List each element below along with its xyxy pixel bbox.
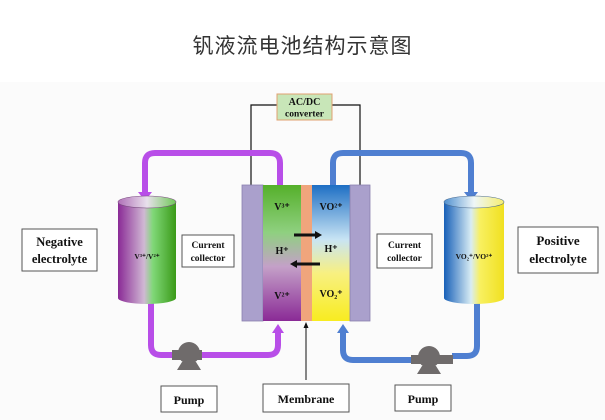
- svg-text:Pump: Pump: [174, 393, 205, 407]
- negative-electrolyte-tank: V³⁺/V²⁺: [117, 195, 177, 304]
- pump-label-right: Pump: [394, 384, 452, 412]
- svg-text:Membrane: Membrane: [278, 392, 335, 406]
- negative-half-cell: [263, 185, 301, 321]
- svg-text:Current: Current: [388, 241, 422, 251]
- arrow-left-icon: [290, 260, 320, 268]
- negative-tank-label: V³⁺/V²⁺: [134, 252, 159, 261]
- negative-pipe: [142, 150, 283, 358]
- membrane-label: Membrane: [262, 383, 350, 413]
- svg-text:Current: Current: [191, 241, 225, 251]
- arrow-right-icon: [294, 231, 322, 239]
- pump-right-icon: [411, 346, 453, 374]
- converter-line2: converter: [285, 110, 325, 120]
- current-collector-label-left: Current collector: [181, 234, 235, 268]
- svg-text:Negative: Negative: [36, 235, 83, 249]
- neg-species-bottom: V²⁺: [274, 291, 290, 302]
- svg-text:Pump: Pump: [408, 392, 439, 406]
- membrane: [301, 185, 312, 321]
- positive-electrolyte-tank: VO₂⁺/VO²⁺: [443, 195, 505, 304]
- svg-text:electrolyte: electrolyte: [32, 252, 88, 266]
- current-collector-plate-right: [349, 184, 371, 322]
- negative-pipe-arrow-up: [272, 324, 284, 333]
- wire-left: [250, 104, 277, 185]
- pos-species-top: VO²⁺: [319, 202, 342, 213]
- converter-line1: AC/DC: [289, 97, 321, 108]
- pos-species-bottom: VO₂⁺: [319, 289, 342, 300]
- current-collector-plate-left: [241, 184, 264, 322]
- svg-text:collector: collector: [191, 254, 227, 264]
- pump-left-icon: [172, 342, 202, 370]
- positive-half-cell: [312, 185, 350, 321]
- svg-text:collector: collector: [387, 254, 423, 264]
- wire-right: [332, 104, 361, 185]
- positive-tank-label: VO₂⁺/VO²⁺: [456, 252, 493, 261]
- ac-dc-converter: AC/DC converter: [276, 93, 333, 121]
- positive-pipe-arrow-up: [337, 324, 349, 333]
- negative-electrolyte-label: Negative electrolyte: [21, 228, 98, 272]
- pump-label-left: Pump: [160, 385, 218, 413]
- pos-proton: H⁺: [324, 244, 337, 255]
- diagram-title: 钒液流电池结构示意图: [192, 34, 413, 58]
- positive-pipe: [330, 150, 480, 363]
- svg-text:electrolyte: electrolyte: [529, 251, 587, 266]
- svg-text:Positive: Positive: [536, 233, 580, 248]
- cell-stack: V³⁺ H⁺ V²⁺ VO²⁺ H⁺ VO₂⁺: [241, 184, 371, 322]
- positive-electrolyte-label: Positive electrolyte: [517, 226, 599, 274]
- neg-proton: H⁺: [275, 246, 288, 257]
- current-collector-label-right: Current collector: [376, 233, 433, 269]
- membrane-pointer-arrowhead: [303, 322, 309, 328]
- neg-species-top: V³⁺: [274, 202, 290, 213]
